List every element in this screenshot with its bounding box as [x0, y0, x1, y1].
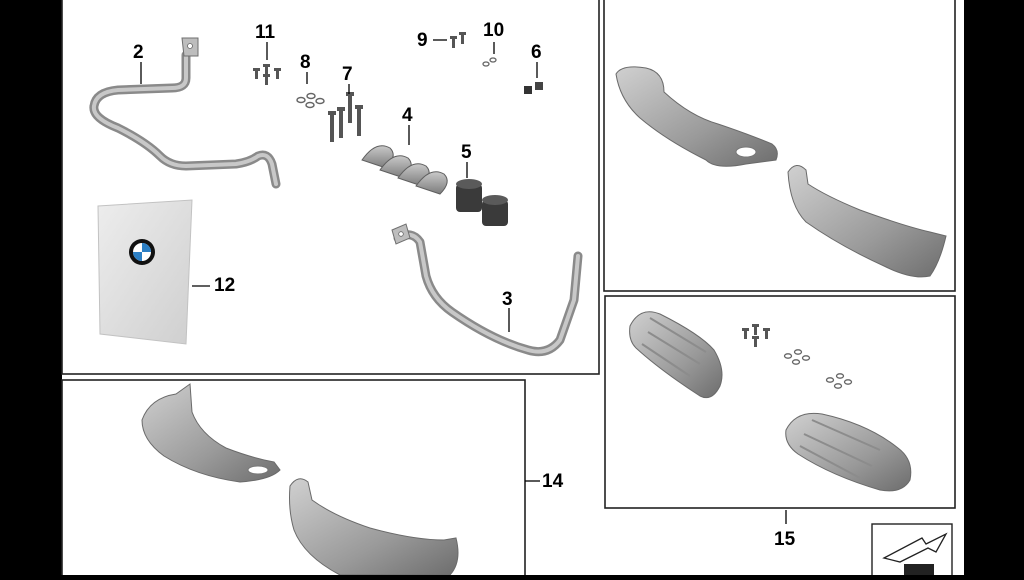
- part-5-buffers: [456, 179, 508, 226]
- callout-14: 14: [542, 471, 564, 492]
- part-12-leaflet: [97, 199, 193, 345]
- part-8-washers: [296, 92, 325, 109]
- part-4-clamps: [361, 145, 448, 195]
- part-9-screw: [450, 32, 466, 48]
- part-11-screws: [253, 64, 281, 85]
- callout-9: 9: [417, 30, 428, 51]
- callout-8: 8: [300, 52, 311, 73]
- callout-12: 12: [214, 275, 236, 296]
- bmw-roundel-logo: [129, 239, 155, 265]
- panel-main: [61, 0, 600, 375]
- hand-protector-extension-left: [629, 311, 723, 399]
- callout-15: 15: [774, 529, 796, 550]
- hand-protector-extension-right: [785, 412, 912, 492]
- next-page-arrow-icon[interactable]: [871, 523, 953, 580]
- part-7-screws: [328, 92, 363, 142]
- part-6-nuts: [524, 82, 543, 94]
- kit-15-washers: [783, 349, 853, 389]
- kit-15-screws: [742, 324, 770, 347]
- callout-6: 6: [531, 42, 542, 63]
- part-3-bracket: [391, 223, 583, 357]
- hand-protector-left-top: [615, 66, 778, 167]
- callout-4: 4: [402, 105, 413, 126]
- callout-2: 2: [133, 42, 144, 63]
- drawing-sheet: [62, 0, 964, 575]
- panel-kit-15: [604, 295, 956, 509]
- callout-7: 7: [342, 64, 353, 85]
- hand-protector-right-top: [787, 165, 947, 278]
- hand-protector-kit-right: [289, 478, 459, 576]
- callout-5: 5: [461, 142, 472, 163]
- callout-11: 11: [255, 22, 276, 43]
- panel-hand-protector: [603, 0, 956, 292]
- hand-protector-kit-left: [141, 383, 281, 483]
- panel-kit-14: [61, 379, 526, 580]
- part-2-bracket: [89, 37, 281, 189]
- callout-3: 3: [502, 289, 513, 310]
- callout-10: 10: [483, 20, 505, 41]
- part-10-washer: [482, 57, 497, 67]
